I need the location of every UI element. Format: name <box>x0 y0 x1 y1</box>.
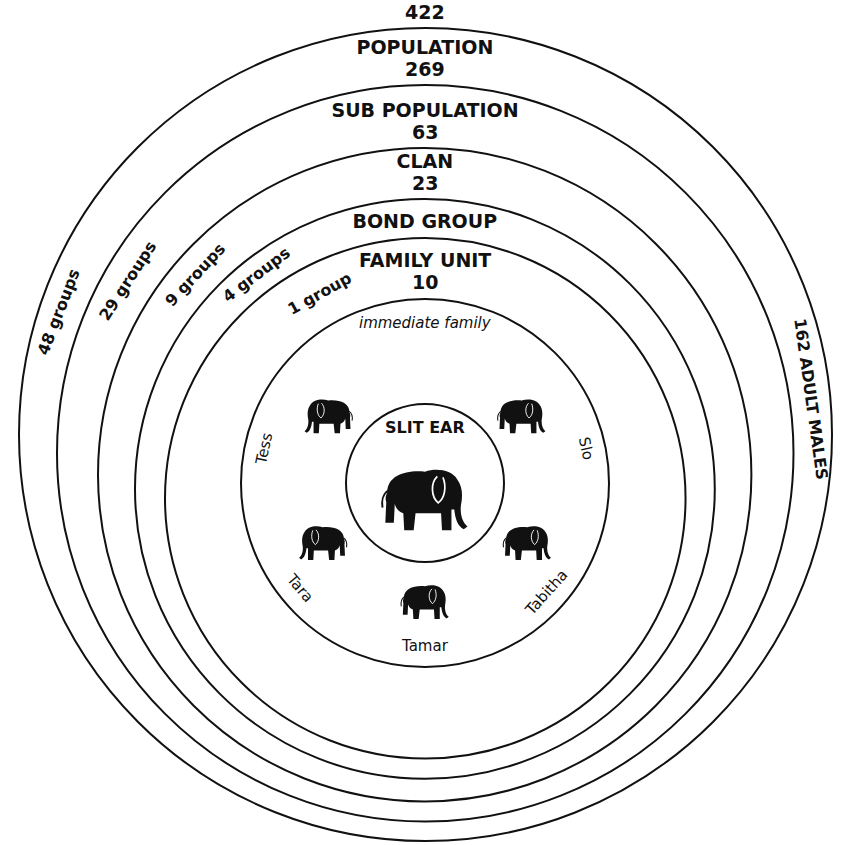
matriarch-name: SLIT EAR <box>385 419 465 437</box>
group-count: 1 group <box>285 269 355 319</box>
level-circle: immediate familyTessTaraTamar Tabitha Slo S… <box>240 298 610 668</box>
family-elephant <box>401 585 449 619</box>
level-circle: 23BOND GROUP4 groupsFAMILY UNIT101 group… <box>134 198 716 780</box>
elephant-name: Tamar <box>402 638 448 655</box>
ring-name: immediate family <box>359 315 491 332</box>
circle-line <box>241 299 609 667</box>
circle-line <box>19 28 832 841</box>
group-count: 48 groups <box>35 267 85 358</box>
family-elephant <box>299 526 347 560</box>
circle-line <box>57 85 793 821</box>
level-circle: SLIT EAR <box>345 403 505 563</box>
elephant-name: Tess <box>253 432 276 466</box>
circle-outline <box>97 147 752 802</box>
family-elephant <box>305 400 353 434</box>
circle-outline <box>240 298 610 668</box>
count-number: 23 <box>412 173 438 195</box>
family-elephant <box>503 526 551 560</box>
male-count: 162 ADULT MALES <box>790 317 831 481</box>
level-circle: 63CLAN9 groups23BOND GROUP4 groupsFAMILY… <box>97 147 752 802</box>
family-elephant <box>498 400 546 434</box>
level-name: BOND GROUP <box>352 211 497 233</box>
level-name: POPULATION <box>357 37 494 59</box>
count-number: 63 <box>412 122 438 144</box>
count-number: 422 <box>405 2 445 24</box>
level-circle: FAMILY UNIT10 1 groupimmediate familyTess… <box>164 237 687 760</box>
level-circle: 422POPULATION48 groups162 ADULT MALES269… <box>18 27 833 842</box>
level-name: CLAN <box>396 151 453 173</box>
elephant-name: Tara <box>283 571 316 606</box>
circle-line <box>165 238 686 759</box>
circle-outline <box>56 84 794 822</box>
group-count: 29 groups <box>95 239 160 325</box>
circle-line <box>135 199 715 779</box>
count-number: 10 <box>412 272 438 294</box>
matriarch-elephant <box>382 470 467 530</box>
circle-line <box>346 404 504 562</box>
elephant-name: Tabitha <box>522 567 571 619</box>
level-name: FAMILY UNIT <box>359 250 491 272</box>
group-count: 9 groups <box>162 240 230 311</box>
elephant-name: Slo <box>574 436 596 462</box>
count-number: 269 <box>405 59 445 81</box>
circle-line <box>98 148 751 801</box>
level-name: SUB POPULATION <box>331 100 518 122</box>
level-circle: 269SUB POPULATION29 groups63CLAN9 groups… <box>56 84 794 822</box>
